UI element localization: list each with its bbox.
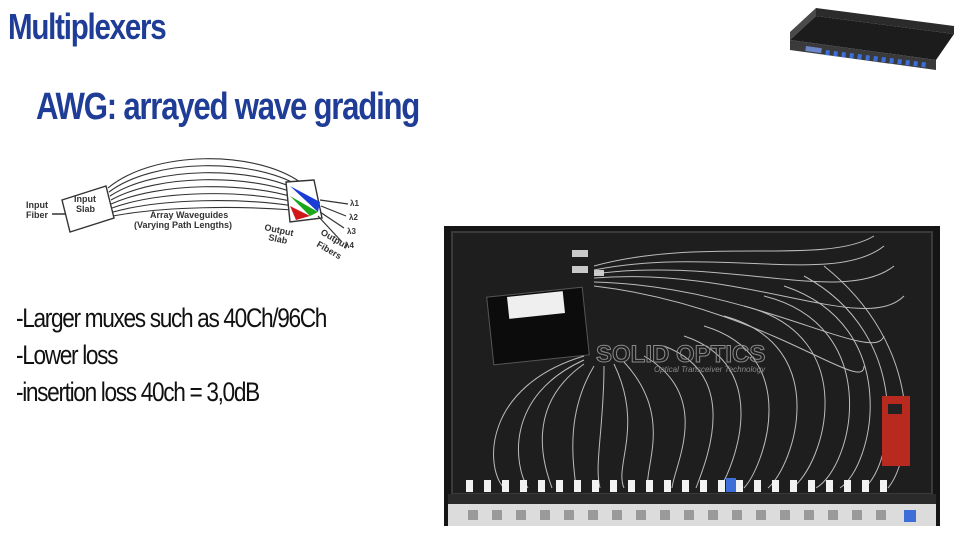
bullet-list: -Larger muxes such as 40Ch/96Ch -Lower l… bbox=[16, 300, 327, 411]
lambda-3-label: λ3 bbox=[347, 227, 356, 236]
lambda-1-label: λ1 bbox=[350, 199, 359, 208]
photo-logo-tagline: Optical Transceiver Technology bbox=[654, 365, 766, 374]
photo-logo-text: SOLID OPTICS bbox=[596, 341, 765, 368]
array-waveguides bbox=[107, 158, 301, 217]
slide-title: Multiplexers bbox=[8, 6, 167, 47]
chip-label-sticker bbox=[507, 291, 565, 319]
output-slab-label-2: Slab bbox=[268, 232, 289, 246]
fiber-bundle bbox=[493, 235, 906, 489]
front-port-row bbox=[825, 49, 926, 68]
rack-mux-unit-image bbox=[790, 8, 954, 70]
lambda-2-label: λ2 bbox=[349, 213, 358, 222]
slide-subtitle: AWG: arrayed wave grading bbox=[36, 86, 420, 128]
input-slab bbox=[61, 185, 115, 233]
bullet-item: -Larger muxes such as 40Ch/96Ch bbox=[16, 303, 327, 333]
lambda-4-label: λ4 bbox=[345, 241, 354, 250]
array-waveguides-label-1: Array Waveguides bbox=[150, 210, 228, 220]
awg-module-photo: SOLID OPTICS Optical Transceiver Technol… bbox=[444, 226, 940, 526]
input-slab-label-1: Input bbox=[74, 194, 96, 204]
bullet-item: -Lower loss bbox=[16, 340, 119, 370]
awg-diagram: Input Fiber Input Slab Array Waveguides … bbox=[26, 158, 359, 261]
beam-red bbox=[290, 206, 310, 220]
beam-blue bbox=[290, 186, 320, 212]
front-panel-ports bbox=[468, 510, 886, 520]
output-fibers bbox=[317, 199, 349, 243]
array-waveguides-label-2: (Varying Path Lengths) bbox=[134, 220, 232, 230]
beam-green bbox=[290, 196, 318, 216]
input-fiber-label-2: Fiber bbox=[26, 210, 49, 220]
input-fiber-label-1: Input bbox=[26, 200, 48, 210]
bullet-item: -insertion loss 40ch = 3,0dB bbox=[16, 377, 260, 407]
input-slab-label-2: Slab bbox=[76, 204, 96, 214]
front-connector-row bbox=[466, 480, 887, 492]
